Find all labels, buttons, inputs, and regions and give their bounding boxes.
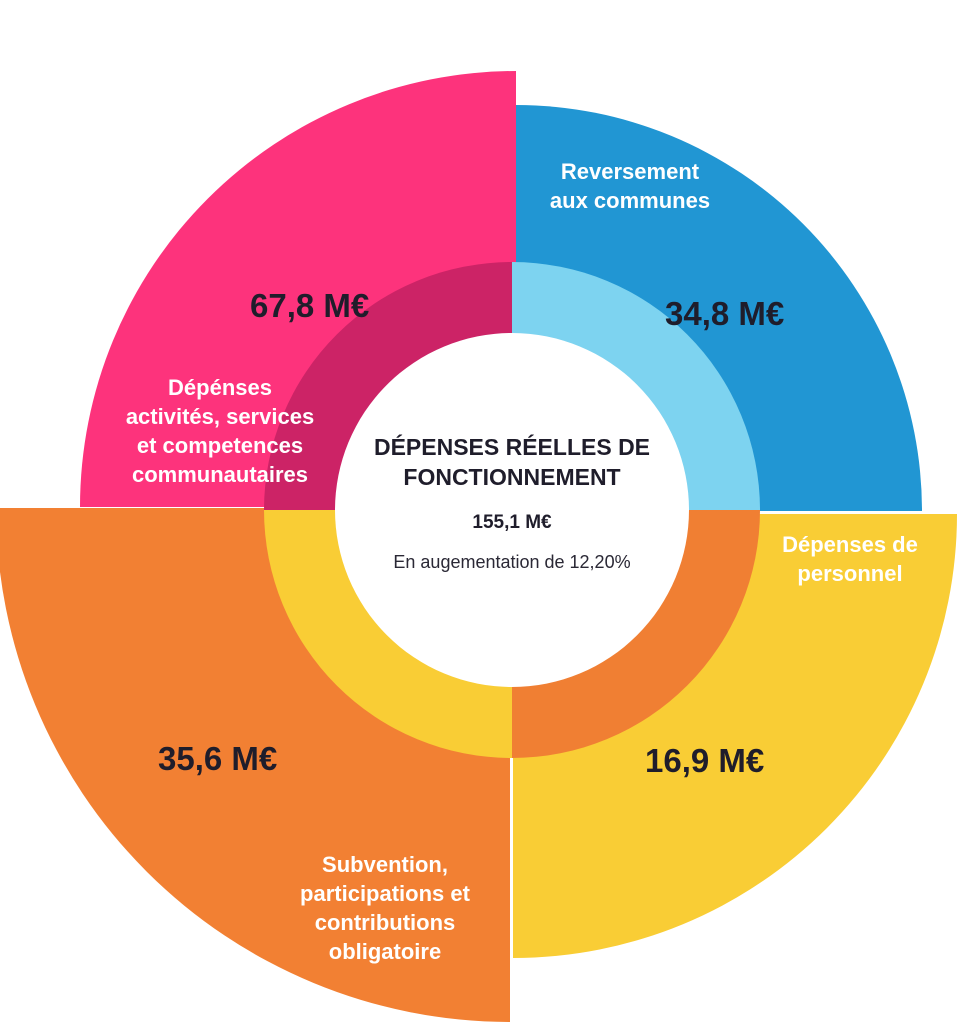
segment-value-personnel: 16,9 M€ <box>645 742 765 779</box>
segment-label-activites: Dépénses activités, services et competen… <box>125 375 315 487</box>
segment-label-reversement: Reversement aux communes <box>549 159 711 213</box>
center-hole <box>335 333 689 687</box>
segment-value-reversement: 34,8 M€ <box>665 295 785 332</box>
chart-title: DÉPENSES RÉELLES DE FONCTIONNEMENT <box>373 434 651 490</box>
total-value: 155,1 M€ <box>472 512 552 533</box>
segment-value-activites: 67,8 M€ <box>250 287 370 324</box>
chart-subtitle: En augementation de 12,20% <box>393 552 631 572</box>
segment-label-subvention: Subvention, participations et contributi… <box>300 852 470 964</box>
segment-label-personnel: Dépenses de personnel <box>782 532 918 586</box>
center-summary: DÉPENSES RÉELLES DE FONCTIONNEMENT 155,1… <box>335 432 689 573</box>
segment-value-subvention: 35,6 M€ <box>158 740 278 777</box>
